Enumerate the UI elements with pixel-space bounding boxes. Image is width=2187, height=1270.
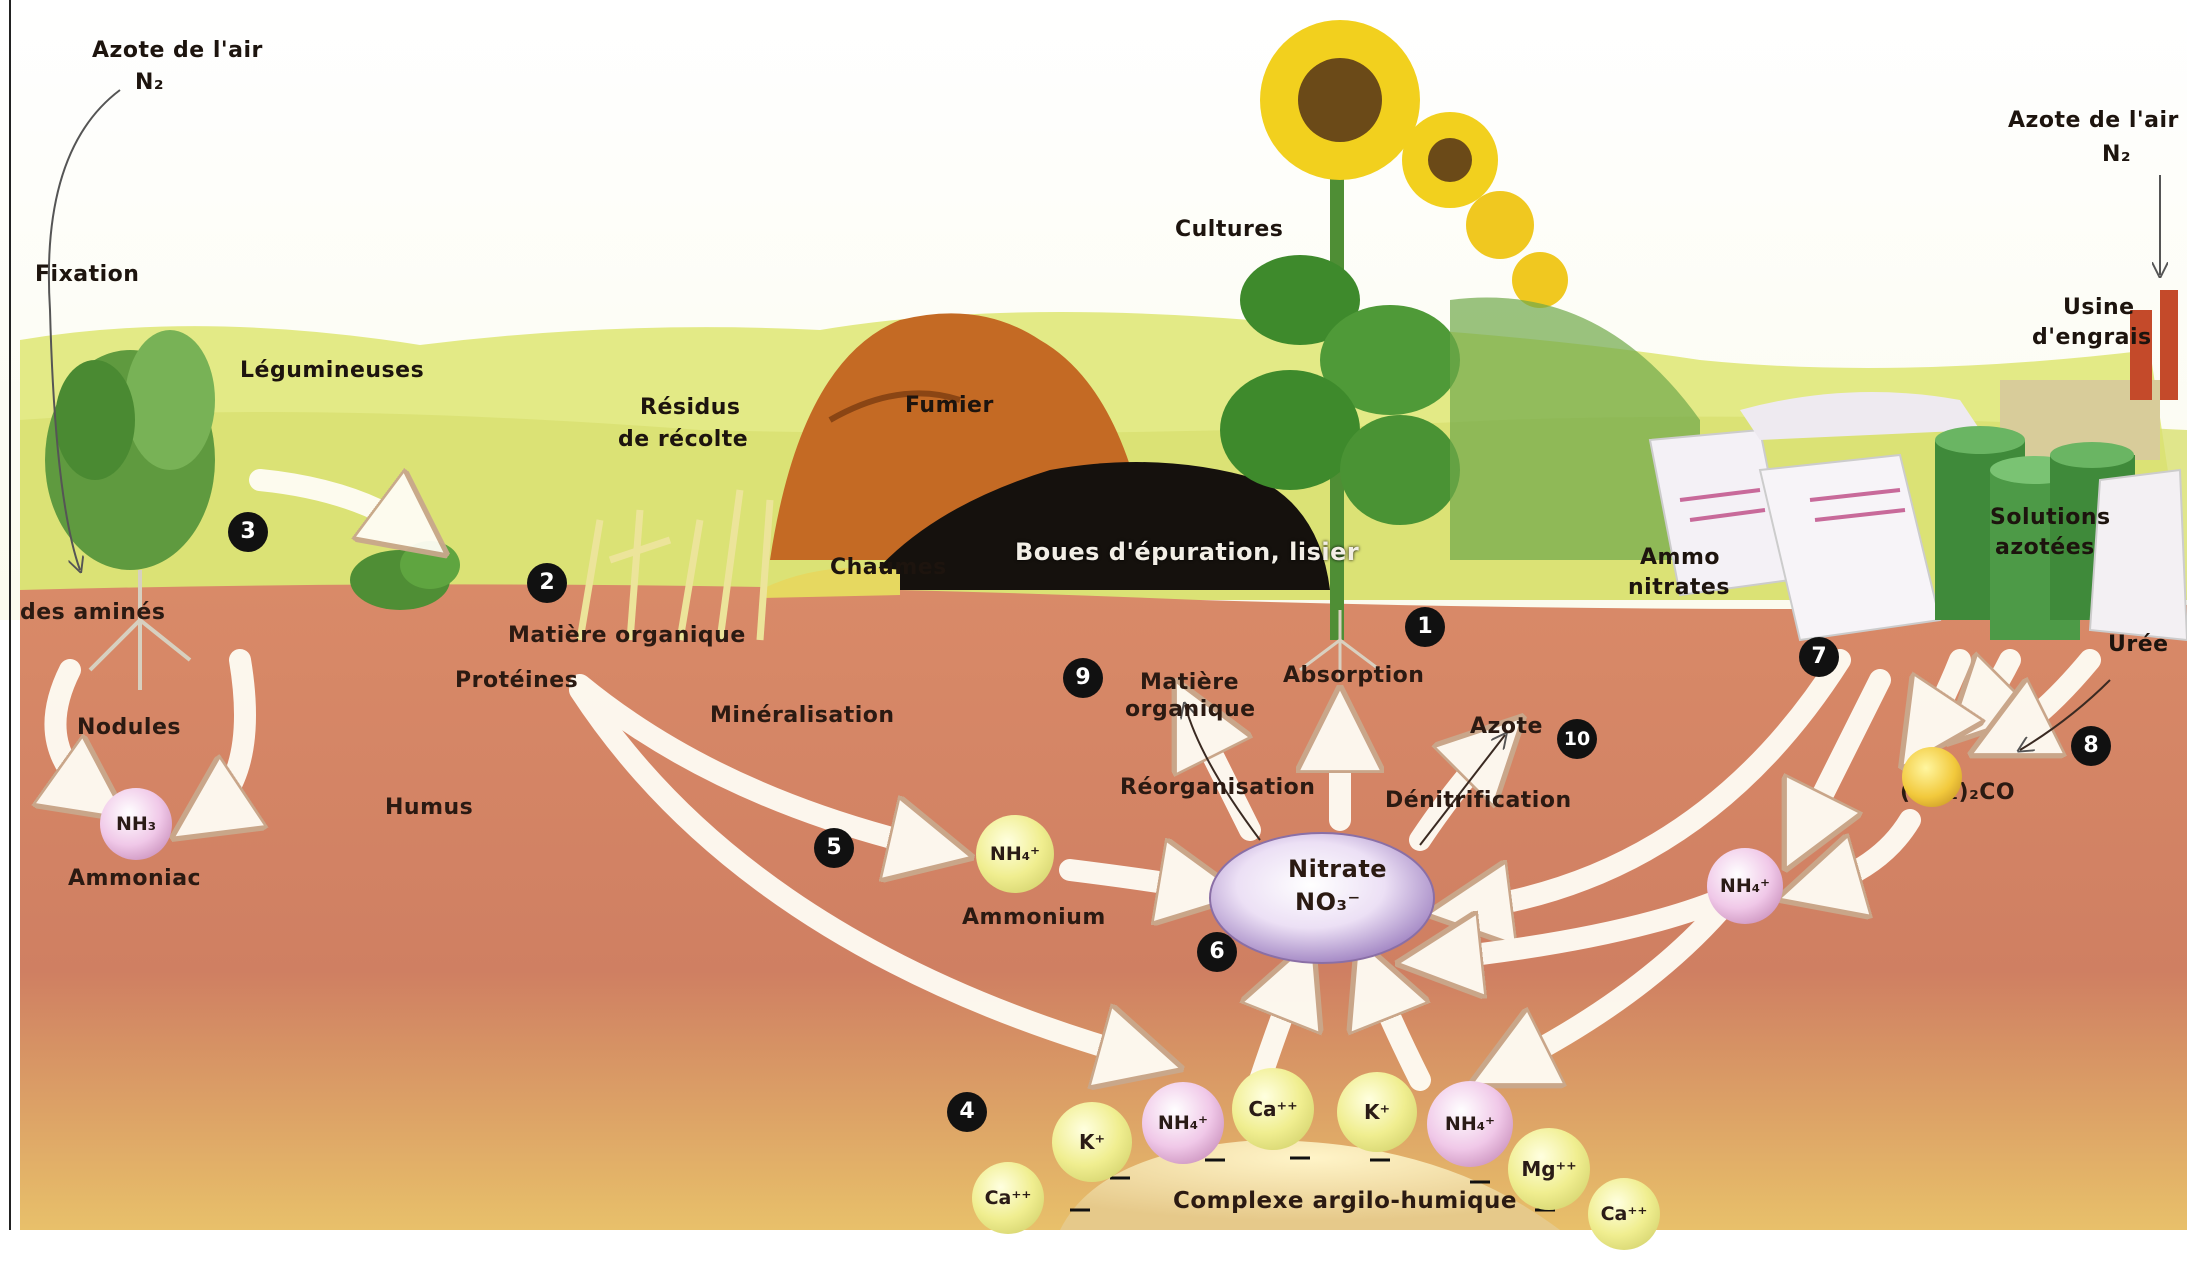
bottom-margin: [0, 1230, 2187, 1270]
reorganisation-label: Réorganisation: [1120, 775, 1315, 800]
residues-label-line2: de récolte: [618, 427, 748, 452]
residues-label-line1: Résidus: [640, 395, 741, 420]
ammonium-nitrate-label-line1: Ammo: [1640, 545, 1720, 570]
step-badge-2: 2: [527, 563, 567, 603]
proteins-label: Protéines: [455, 668, 578, 693]
air-nitrogen-left-label: Azote de l'air: [92, 38, 263, 63]
ammonium-ion-right: NH₄⁺: [1707, 848, 1783, 924]
step-badge-1: 1: [1405, 607, 1445, 647]
ammonium-ion-complex-a: NH₄⁺: [1142, 1082, 1224, 1164]
nitrogen-solutions-label-line2: azotées: [1995, 535, 2095, 560]
step-badge-8: 8: [2071, 726, 2111, 766]
factory-label-line1: Usine: [2063, 295, 2135, 320]
mineralisation-label: Minéralisation: [710, 703, 895, 728]
sludge-label: Boues d'épuration, lisier: [1015, 538, 1359, 566]
n2-left-label: N₂: [135, 70, 164, 95]
fixation-label: Fixation: [35, 262, 139, 287]
organic-matter-label: Matière organique: [508, 623, 746, 648]
ammonium-label: Ammonium: [962, 905, 1106, 930]
stubble-label: Chaumes: [830, 555, 947, 580]
potassium-ion-2: K⁺: [1337, 1072, 1417, 1152]
ammonium-nitrate-label-line2: nitrates: [1628, 575, 1730, 600]
step-badge-7: 7: [1799, 637, 1839, 677]
amino-acids-label: des aminés: [20, 600, 165, 625]
step-badge-6: 6: [1197, 932, 1237, 972]
potassium-ion-1: K⁺: [1052, 1102, 1132, 1182]
organic-matter-9-line1: Matière: [1140, 670, 1239, 695]
absorption-label: Absorption: [1283, 663, 1424, 688]
calcium-ion-1: Ca⁺⁺: [1232, 1068, 1314, 1150]
factory-label-line2: d'engrais: [2032, 325, 2152, 350]
urea-bag: [2090, 470, 2187, 640]
nodules-label: Nodules: [77, 715, 181, 740]
ammonium-ion-mid: NH₄⁺: [976, 815, 1054, 893]
clay-humus-complex-label: Complexe argilo-humique: [1173, 1188, 1517, 1214]
ammonium-ion-complex-b: NH₄⁺: [1427, 1081, 1513, 1167]
step-badge-10: 10: [1557, 719, 1597, 759]
air-nitrogen-right-label: Azote de l'air: [2008, 108, 2179, 133]
nitrate-label: Nitrate: [1288, 855, 1387, 883]
nitrogen-gas-label: Azote: [1470, 714, 1543, 739]
step-badge-3: 3: [228, 512, 268, 552]
ammonia-molecule: NH₃: [100, 788, 172, 860]
crops-label: Cultures: [1175, 217, 1283, 242]
denitrification-label: Dénitrification: [1385, 788, 1572, 813]
step-badge-4: 4: [947, 1092, 987, 1132]
nitrogen-solutions-label-line1: Solutions: [1990, 505, 2111, 530]
ammonia-label: Ammoniac: [68, 866, 201, 891]
urea-molecule: [1902, 747, 1962, 807]
calcium-ion-right: Ca⁺⁺: [1588, 1178, 1660, 1250]
calcium-ion-left: Ca⁺⁺: [972, 1162, 1044, 1234]
step-badge-9: 9: [1063, 658, 1103, 698]
organic-matter-9-line2: organique: [1125, 697, 1256, 722]
step-badge-5: 5: [814, 828, 854, 868]
legumes-label: Légumineuses: [240, 358, 424, 383]
manure-label: Fumier: [905, 393, 994, 418]
magnesium-ion: Mg⁺⁺: [1508, 1128, 1590, 1210]
urea-label: Urée: [2108, 632, 2169, 657]
humus-label: Humus: [385, 795, 473, 820]
nitrate-formula: NO₃⁻: [1295, 888, 1361, 916]
n2-right-label: N₂: [2102, 142, 2131, 167]
